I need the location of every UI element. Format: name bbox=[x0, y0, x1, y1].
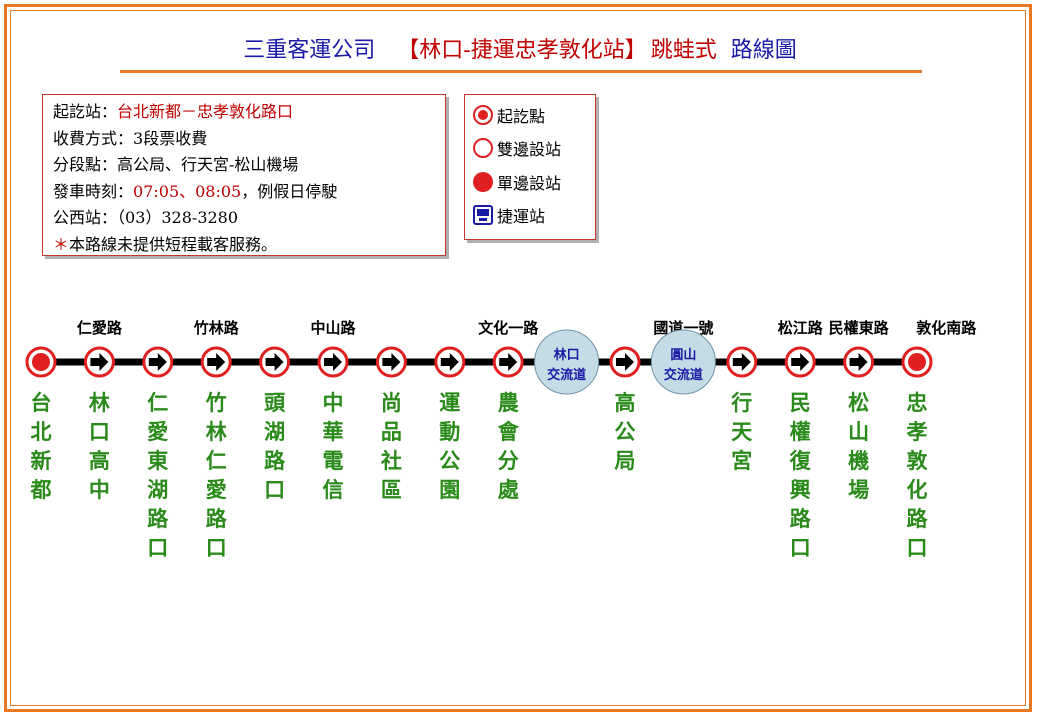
road-label: 民權東路 bbox=[829, 319, 890, 337]
road-label: 松江路 bbox=[778, 319, 824, 337]
info-notice: ＊本路線未提供短程載客服務。 bbox=[53, 234, 278, 254]
road-label: 國道一號 bbox=[653, 319, 713, 337]
station-name: 松山機場 bbox=[848, 391, 869, 502]
info-phone: 公西站：（03）328-3280 bbox=[53, 208, 239, 227]
direction-arrow-icon bbox=[791, 353, 810, 371]
station-name: 尚品社區 bbox=[380, 391, 402, 502]
route-info-box: 起訖站：台北新都－忠孝敦化路口 收費方式：3段票收費 分段點：高公局、行天宮-松… bbox=[42, 94, 446, 256]
interchange-node bbox=[650, 329, 716, 395]
info-start: 起訖站：台北新都－忠孝敦化路口 bbox=[53, 102, 294, 121]
direction-arrow-icon bbox=[732, 353, 751, 371]
interchange-node bbox=[534, 329, 600, 395]
title-route: 【林口-捷運忠孝敦化站】 bbox=[397, 38, 647, 63]
station-name: 民權復興路口 bbox=[789, 391, 812, 560]
direction-arrow-icon bbox=[265, 353, 284, 371]
legend-single-side: 單邊設站 bbox=[473, 170, 561, 194]
station-name: 中華電信 bbox=[323, 391, 344, 502]
legend-terminal: 起訖點 bbox=[473, 103, 545, 127]
title-underline bbox=[120, 70, 922, 73]
road-label: 文化一路 bbox=[478, 319, 539, 337]
station-name: 農會分處 bbox=[498, 391, 520, 502]
direction-arrow-icon bbox=[849, 353, 868, 371]
legend-box: 起訖點 雙邊設站 單邊設站 捷運站 bbox=[464, 94, 596, 240]
page-title: 三重客運公司【林口-捷運忠孝敦化站】跳蛙式路線圖 bbox=[120, 32, 920, 64]
interchange-label: 交流道 bbox=[547, 367, 586, 383]
inner-frame bbox=[10, 10, 1026, 706]
road-label: 仁愛路 bbox=[77, 319, 123, 337]
station-name: 忠孝敦化路口 bbox=[907, 391, 929, 560]
interchange-label: 圓山 bbox=[670, 347, 696, 363]
station-name: 竹林仁愛路口 bbox=[205, 391, 228, 560]
station-name: 仁愛東湖路口 bbox=[147, 391, 169, 560]
outer-frame bbox=[4, 4, 1032, 712]
station-name: 台北新都 bbox=[30, 391, 52, 502]
legend-mrt: 捷運站 bbox=[473, 203, 545, 227]
station-name: 高公局 bbox=[615, 391, 636, 473]
direction-arrow-icon bbox=[148, 353, 167, 371]
title-type: 跳蛙式 bbox=[650, 38, 717, 63]
station-name: 林口高中 bbox=[89, 391, 110, 502]
terminal-stop-dot bbox=[32, 353, 50, 371]
direction-arrow-icon bbox=[499, 353, 518, 371]
legend-both-sides: 雙邊設站 bbox=[473, 136, 561, 160]
title-company: 三重客運公司 bbox=[243, 38, 376, 63]
info-section: 分段點：高公局、行天宮-松山機場 bbox=[53, 155, 299, 174]
road-label: 敦化南路 bbox=[916, 319, 977, 337]
station-name: 頭湖路口 bbox=[264, 391, 286, 502]
road-label: 中山路 bbox=[310, 319, 356, 337]
info-fare: 收費方式：3段票收費 bbox=[53, 128, 208, 148]
single-side-stop-icon bbox=[473, 172, 493, 192]
terminal-stop-dot bbox=[908, 353, 926, 371]
direction-arrow-icon bbox=[440, 353, 459, 371]
mrt-station-icon bbox=[473, 205, 493, 225]
direction-arrow-icon bbox=[616, 353, 634, 371]
interchange-label: 林口 bbox=[554, 347, 580, 363]
both-sides-stop-icon bbox=[473, 138, 493, 158]
station-name: 運動公園 bbox=[439, 391, 460, 502]
direction-arrow-icon bbox=[382, 353, 401, 371]
direction-arrow-icon bbox=[207, 353, 226, 371]
info-depart: 發車時刻：07:05、08:05，例假日停駛 bbox=[53, 181, 338, 201]
direction-arrow-icon bbox=[324, 353, 342, 371]
station-name: 行天宮 bbox=[730, 391, 753, 473]
direction-arrow-icon bbox=[90, 353, 109, 371]
road-label: 竹林路 bbox=[193, 319, 240, 337]
interchange-label: 交流道 bbox=[664, 367, 703, 383]
title-map: 路線圖 bbox=[730, 38, 797, 63]
terminal-icon bbox=[473, 105, 493, 125]
